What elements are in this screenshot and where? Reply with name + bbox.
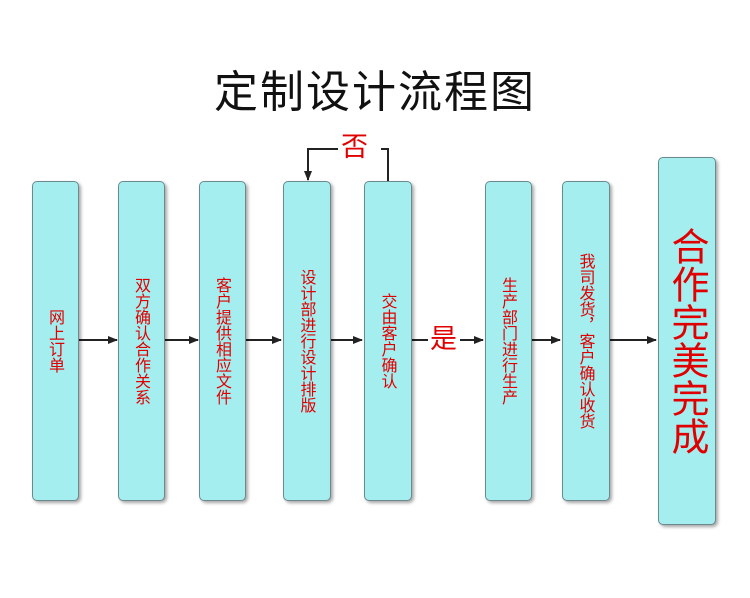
step-label: 合作完美完成 xyxy=(665,227,709,455)
branch-yes-label: 是 xyxy=(430,324,457,355)
step-label: 设计部进行设计排版 xyxy=(297,269,317,413)
arrow-loop-back-head xyxy=(304,148,338,181)
step-box-provide-files: 客户提供相应文件 xyxy=(199,181,246,501)
step-label: 交由客户确认 xyxy=(378,293,398,389)
step-box-shipping: 我司发货，客户确认收货 xyxy=(562,181,610,501)
step-label: 生产部门进行生产 xyxy=(499,277,518,405)
step-box-production: 生产部门进行生产 xyxy=(485,181,532,501)
step-label: 客户提供相应文件 xyxy=(213,277,232,405)
step-label: 我司发货，客户确认收货 xyxy=(576,253,596,429)
step-box-confirm-cooperation: 双方确认合作关系 xyxy=(118,181,165,501)
step-box-customer-confirm: 交由客户确认 xyxy=(364,181,412,501)
step-box-online-order: 网上订单 xyxy=(32,181,79,501)
arrow-loop-back xyxy=(381,148,389,181)
step-box-complete: 合作完美完成 xyxy=(658,157,716,525)
step-box-design-layout: 设计部进行设计排版 xyxy=(283,181,331,501)
step-label: 双方确认合作关系 xyxy=(132,277,151,405)
page-title: 定制设计流程图 xyxy=(214,67,536,118)
step-label: 网上订单 xyxy=(46,309,65,373)
branch-no-label: 否 xyxy=(341,132,368,163)
